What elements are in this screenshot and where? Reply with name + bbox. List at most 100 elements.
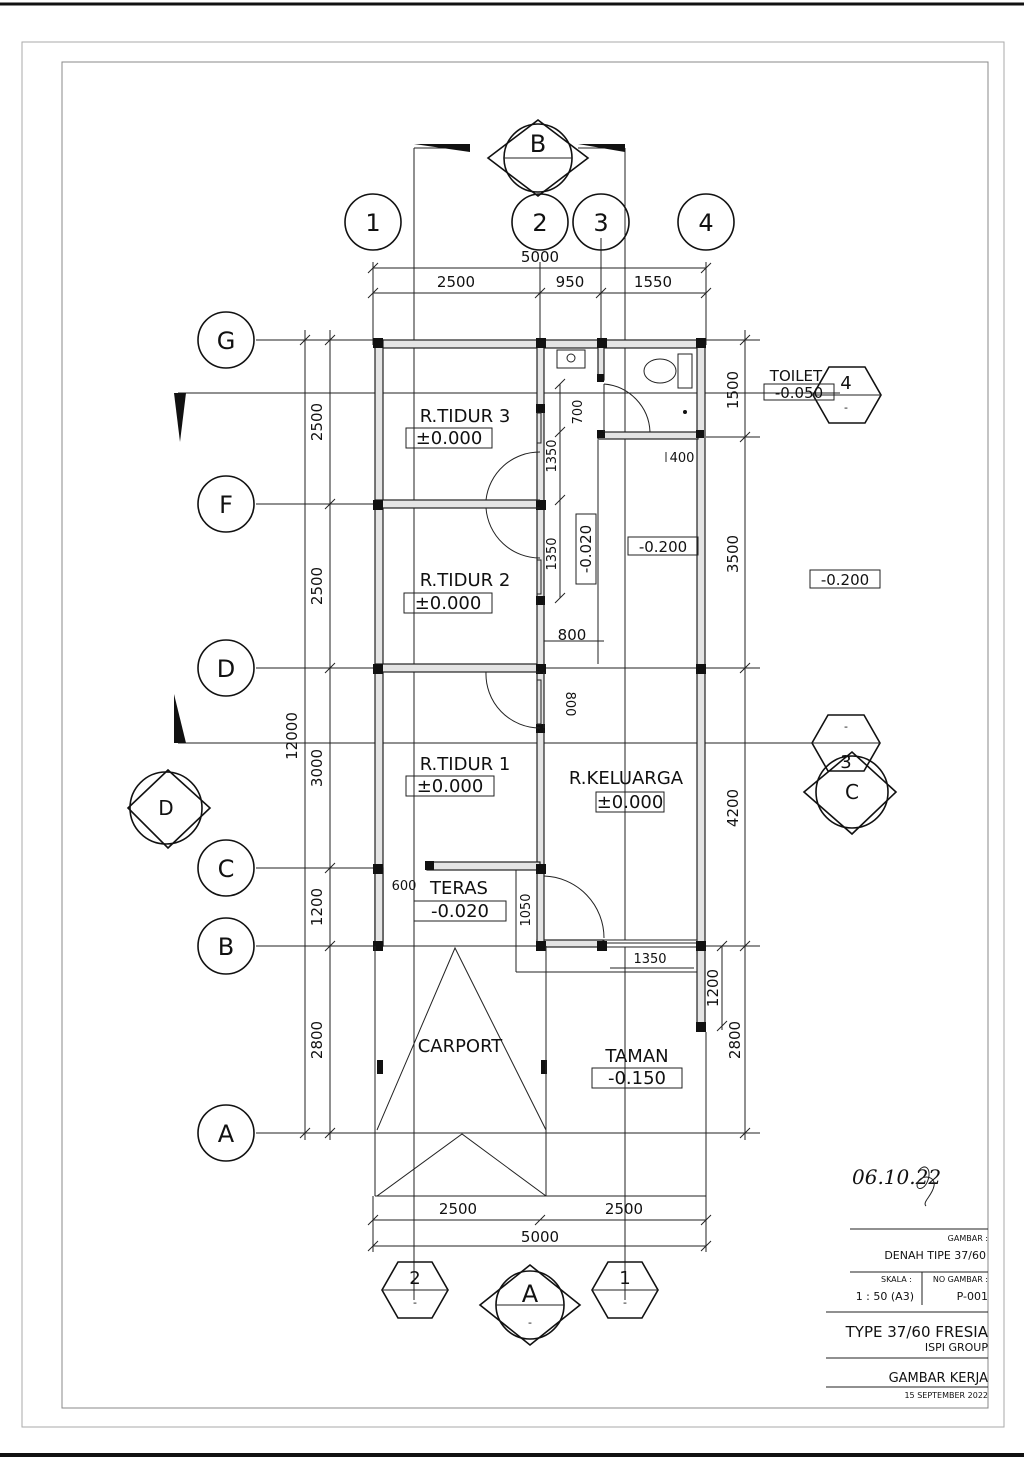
- grid-row-b-label: B: [218, 933, 234, 961]
- svg-text:-: -: [413, 1296, 417, 1309]
- dims-top: 5000 2500 950 1550: [367, 248, 712, 299]
- svg-text:3500: 3500: [724, 535, 742, 573]
- grid-row-a-label: A: [218, 1120, 235, 1148]
- svg-text:-: -: [844, 720, 848, 733]
- room-taman-label: TAMAN: [604, 1046, 668, 1067]
- structural-columns: [373, 338, 706, 1074]
- grid-bubbles-columns: 1 2 3 4: [344, 193, 735, 251]
- elevation-marker-3: - 3: [811, 714, 881, 773]
- svg-text:1200: 1200: [308, 888, 326, 926]
- grid-bubbles-rows: G F D C B A: [197, 311, 255, 1162]
- svg-text:1500: 1500: [724, 371, 742, 409]
- svg-text:2500: 2500: [437, 273, 475, 291]
- room-tidur1-label: R.TIDUR 1: [420, 754, 511, 775]
- project-name: TYPE 37/60 FRESIA: [845, 1323, 989, 1341]
- svg-text:3: 3: [840, 752, 851, 773]
- drawing-title: DENAH TIPE 37/60: [884, 1249, 986, 1262]
- grid-row-g-label: G: [217, 327, 236, 355]
- room-tidur1-level: ±0.000: [417, 776, 484, 797]
- grid-col-2-label: 2: [532, 209, 547, 237]
- section-marker-a: A -: [478, 1263, 582, 1347]
- svg-text:2500: 2500: [308, 567, 326, 605]
- room-keluarga-level: ±0.000: [597, 792, 664, 813]
- toilet-fixtures: [556, 349, 693, 414]
- corridor-level: -0.020: [577, 525, 595, 573]
- dims-right: 1500 3500 4200 1200 2800: [704, 330, 751, 1140]
- svg-text:-: -: [528, 1316, 532, 1329]
- room-toilet-label: TOILET: [769, 367, 823, 385]
- back-area-level: -0.200: [639, 538, 687, 556]
- svg-text:2500: 2500: [439, 1200, 477, 1218]
- svg-text:A: A: [522, 1280, 539, 1308]
- svg-text:5000: 5000: [521, 1228, 559, 1246]
- svg-text:2800: 2800: [726, 1021, 744, 1059]
- room-carport-label: CARPORT: [418, 1036, 504, 1057]
- svg-text:1: 1: [619, 1268, 630, 1289]
- svg-text:1350: 1350: [545, 439, 560, 472]
- outer-frame: [21, 41, 1005, 1428]
- svg-text:5000: 5000: [521, 248, 559, 266]
- elevation-marker-1: 1 -: [591, 1261, 659, 1319]
- drawing-number: P-001: [957, 1290, 988, 1303]
- grid-lines: [256, 238, 760, 1134]
- room-keluarga-label: R.KELUARGA: [569, 768, 684, 789]
- grid-row-c-label: C: [218, 855, 235, 883]
- svg-text:GAMBAR :: GAMBAR :: [948, 1234, 988, 1243]
- dims-bottom: 2500 2500 5000: [367, 1196, 712, 1252]
- svg-text:D: D: [158, 796, 173, 820]
- drawing-date: 15 SEPTEMBER 2022: [904, 1391, 988, 1400]
- svg-text:1550: 1550: [634, 273, 672, 291]
- svg-text:1200: 1200: [704, 969, 722, 1007]
- svg-text:2500: 2500: [605, 1200, 643, 1218]
- section-marker-d: D: [126, 768, 212, 850]
- svg-text:1050: 1050: [519, 893, 534, 926]
- svg-text:700: 700: [571, 400, 586, 425]
- section-marker-c: C: [802, 750, 898, 836]
- svg-text:C: C: [845, 780, 859, 804]
- room-tidur3-level: ±0.000: [416, 428, 483, 449]
- svg-text:2800: 2800: [308, 1021, 326, 1059]
- room-teras-level: -0.020: [431, 901, 489, 922]
- section-marker-b: B: [486, 118, 590, 198]
- inner-dims: [543, 378, 694, 969]
- inner-dim-texts: 700 1350 1350 400 800 800 600 1050 1350: [392, 400, 695, 967]
- company-name: ISPI GROUP: [925, 1341, 988, 1354]
- signature: 06.10.22: [852, 1165, 941, 1207]
- room-labels: R.TIDUR 3 ±0.000 R.TIDUR 2 ±0.000 R.TIDU…: [403, 367, 881, 1089]
- svg-text:SKALA :: SKALA :: [881, 1275, 912, 1284]
- grid-col-3-label: 3: [593, 209, 608, 237]
- title-block: GAMBAR : DENAH TIPE 37/60 SKALA : 1 : 50…: [826, 1228, 989, 1400]
- room-teras-label: TERAS: [429, 878, 488, 899]
- doors: [485, 383, 651, 939]
- svg-text:400: 400: [670, 451, 695, 466]
- grid-col-4-label: 4: [698, 209, 713, 237]
- svg-text:12000: 12000: [283, 712, 301, 760]
- room-tidur2-label: R.TIDUR 2: [420, 570, 511, 591]
- svg-text:800: 800: [562, 692, 577, 717]
- scale-value: 1 : 50 (A3): [856, 1290, 914, 1303]
- dims-left: 12000 2500 2500 3000 1200 2800: [283, 330, 336, 1140]
- drawing-stage: GAMBAR KERJA: [889, 1371, 989, 1386]
- svg-text:B: B: [530, 130, 546, 158]
- svg-text:950: 950: [556, 273, 585, 291]
- section-cut-lines: [174, 144, 840, 1300]
- svg-text:4: 4: [840, 373, 851, 394]
- room-tidur3-label: R.TIDUR 3: [420, 406, 511, 427]
- elevation-marker-2: 2 -: [381, 1261, 449, 1319]
- svg-text:600: 600: [392, 879, 417, 894]
- svg-text:1350: 1350: [545, 537, 560, 570]
- grid-col-1-label: 1: [365, 209, 380, 237]
- room-tidur2-level: ±0.000: [415, 593, 482, 614]
- svg-text:4200: 4200: [724, 789, 742, 827]
- svg-text:-: -: [623, 1296, 627, 1309]
- inner-frame: [61, 61, 989, 1409]
- svg-text:1350: 1350: [633, 952, 666, 967]
- svg-text:2: 2: [409, 1268, 420, 1289]
- svg-text:2500: 2500: [308, 403, 326, 441]
- svg-text:NO GAMBAR :: NO GAMBAR :: [933, 1275, 988, 1284]
- svg-text:-: -: [844, 401, 848, 414]
- side-area-level: -0.200: [821, 571, 869, 589]
- room-toilet-level: -0.050: [775, 384, 823, 402]
- svg-text:3000: 3000: [308, 749, 326, 787]
